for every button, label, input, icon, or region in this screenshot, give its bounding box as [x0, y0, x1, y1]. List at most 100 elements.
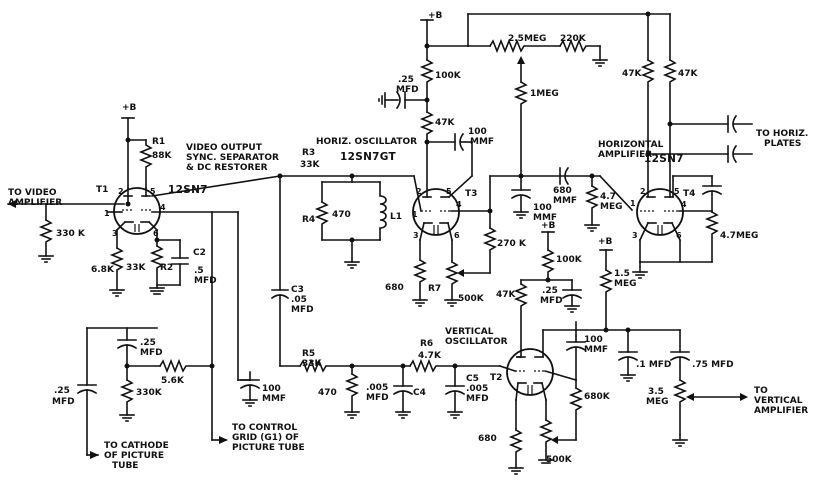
- to-vert-2: VERTICAL: [754, 396, 803, 406]
- label-25mfd-series-unit: MFD: [140, 348, 163, 358]
- label-75mfd: .75 MFD: [692, 360, 734, 370]
- label-1mfd: .1 MFD: [636, 360, 671, 370]
- label-r4-value: 470: [332, 210, 351, 220]
- label-100mmf-t3: 100: [468, 127, 487, 137]
- t3-id: T3: [465, 189, 477, 199]
- pin-3-t3: 3: [413, 231, 419, 240]
- label-100mmf-t3-unit: MMF: [470, 137, 494, 147]
- pin-6-t3: 6: [454, 231, 460, 240]
- label-47k-vert: 47K: [496, 290, 517, 300]
- t4-function-1: HORIZONTAL: [598, 140, 664, 150]
- pin-4-t4: 4: [681, 200, 687, 209]
- t4-horiz-amplifier: [632, 11, 753, 279]
- t3-horiz-oscillator: [378, 19, 498, 307]
- pot-500k-vert: [538, 418, 554, 461]
- sync-bus: [270, 173, 501, 419]
- resistor-r1: [138, 139, 154, 189]
- to-grid-2: GRID (G1) OF: [232, 433, 299, 443]
- label-c5: C5: [466, 374, 479, 384]
- t2-id: T2: [490, 373, 502, 383]
- resistor-4-7meg-grid: [584, 184, 600, 226]
- pin-1-t3: 1: [412, 210, 418, 219]
- label-25mfd-vert-unit: MFD: [540, 296, 563, 306]
- resistor-47k-t4-right: [662, 58, 678, 198]
- pin-3-t1: 3: [112, 229, 118, 238]
- pin-5-t4: 5: [674, 187, 680, 196]
- label-r6-value: 4.7K: [418, 351, 442, 361]
- label-r7: R7: [428, 284, 441, 294]
- pin-4-t3: 4: [456, 200, 462, 209]
- label-100k-vert: 100K: [556, 255, 583, 265]
- horiz-control-network: [424, 13, 649, 232]
- resistor-6-8k: [109, 246, 125, 291]
- label-680mmf: 680: [553, 186, 572, 196]
- label-470-vert: 470: [318, 388, 337, 398]
- label-330k-video: 330 K: [56, 229, 86, 239]
- label-33k-r2: 33K: [126, 263, 147, 273]
- pot-3-5meg: [672, 378, 688, 441]
- label-100k-t3: 100K: [435, 71, 462, 81]
- label-c2-unit: MFD: [194, 276, 217, 286]
- label-25mfd-decouple-unit: MFD: [396, 85, 419, 95]
- label-c3-value: .05: [291, 295, 307, 305]
- resistor-47k-vert: [513, 282, 529, 358]
- tube-t3-envelope: [412, 188, 460, 236]
- to-vert-3: AMPLIFIER: [754, 406, 808, 416]
- label-25mfd-vert: .25: [542, 286, 558, 296]
- label-220k: 220K: [560, 34, 587, 44]
- resistor-r5: [298, 358, 411, 374]
- t1-id: T1: [96, 185, 108, 195]
- resistor-470-vertical: [344, 372, 360, 413]
- t1-video-output-stage: [7, 117, 281, 459]
- pin-3-t4: 3: [632, 231, 638, 240]
- label-c4: C4: [413, 388, 426, 398]
- label-6-8k: 6.8K: [91, 265, 115, 275]
- pin-1-t1: 1: [104, 209, 110, 218]
- t1-function-2: SYNC. SEPARATOR: [186, 153, 279, 163]
- label-25mfd-decouple: .25: [398, 75, 414, 85]
- t4-id: T4: [683, 189, 695, 199]
- resistor-r4: [314, 200, 330, 241]
- pin-6-t1: 6: [153, 229, 159, 238]
- label-c3: C3: [291, 285, 304, 295]
- resistor-1meg: [513, 80, 529, 177]
- label-1meg: 1MEG: [530, 89, 559, 99]
- tube-t1-envelope: [113, 187, 161, 235]
- resistor-1-5meg: [598, 268, 614, 331]
- label-100mmf-horiz-unit: MMF: [533, 213, 557, 223]
- pin-1-t4: 1: [630, 199, 636, 208]
- label-c3-unit: MFD: [291, 305, 314, 315]
- label-100mmf-grid-unit: MMF: [262, 394, 286, 404]
- to-cathode-3: TUBE: [112, 461, 138, 471]
- label-330k-grid: 330K: [136, 388, 163, 398]
- label-680-t3: 680: [385, 283, 404, 293]
- t3-type: 12SN7GT: [340, 151, 397, 163]
- to-vert-1: TO: [754, 386, 768, 396]
- label-4-7meg-t4: 4.7MEG: [720, 231, 758, 241]
- arrow-to-video: [8, 200, 16, 208]
- pin-5-t1: 5: [150, 187, 156, 196]
- label-r3: R3: [302, 148, 315, 158]
- label-r6: R6: [420, 339, 433, 349]
- label-l1: L1: [390, 212, 402, 222]
- t2-vertical-oscillator: [498, 231, 748, 475]
- labels: +B +B +B +B R1 88K VIDEO OUTPUT SYNC. SE…: [8, 11, 808, 471]
- label-100mmf-grid: 100: [262, 384, 281, 394]
- resistor-33k-r2: [149, 244, 165, 289]
- resistor-680-vert: [508, 428, 524, 469]
- resistor-680k: [568, 386, 584, 441]
- label-r5: R5: [302, 349, 315, 359]
- label-r5-value: 33K: [302, 359, 323, 369]
- pin-6-t4: 6: [676, 231, 682, 240]
- resistor-4-7meg-t4: [704, 210, 720, 263]
- to-horiz-1: TO HORIZ.: [756, 129, 808, 139]
- resistor-47k-t4-left: [640, 58, 656, 198]
- tube-t2-envelope: [506, 348, 554, 396]
- to-cathode-1: TO CATHODE: [104, 441, 169, 451]
- label-25mfd-cathode: .25: [54, 386, 70, 396]
- label-47k-t4-left: 47K: [622, 69, 643, 79]
- to-video-2: AMPLIFIER: [8, 198, 62, 208]
- label-500k-hold: 500K: [458, 294, 485, 304]
